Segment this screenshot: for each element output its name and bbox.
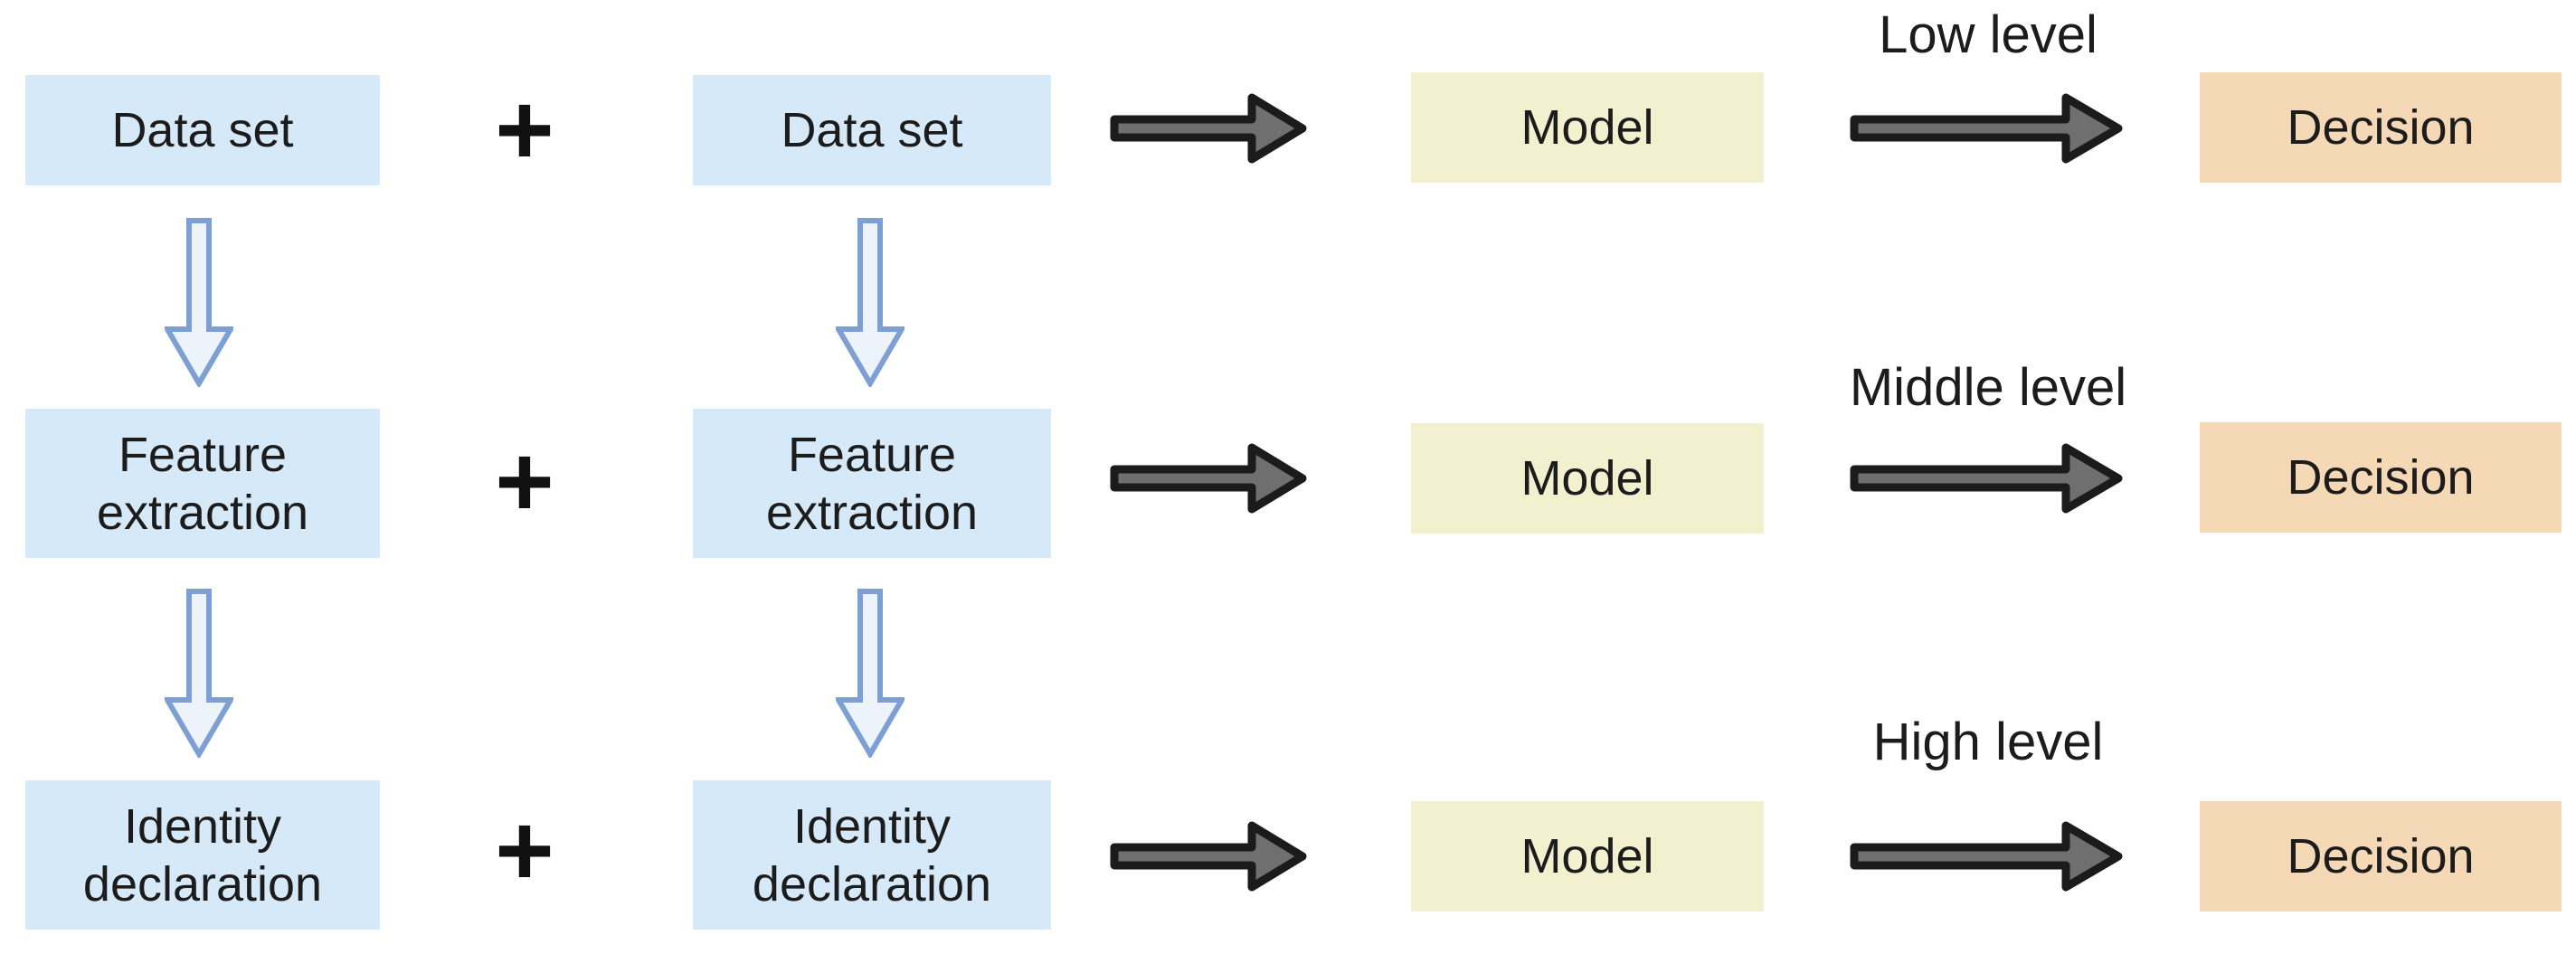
- right-arrow-icon: [1849, 90, 2126, 166]
- down-arrow-icon: [836, 217, 904, 387]
- right-arrow-icon: [1109, 440, 1310, 516]
- decision-box: Decision: [2200, 801, 2562, 911]
- decision-box: Decision: [2200, 72, 2562, 183]
- model-box: Model: [1411, 423, 1764, 534]
- right-arrow-icon: [1849, 440, 2126, 516]
- right-arrow-icon: [1849, 818, 2126, 894]
- decision-box: Decision: [2200, 422, 2562, 533]
- dataset-box-left: Data set: [25, 75, 380, 185]
- level-label-high: High level: [1872, 713, 2104, 771]
- identity-declaration-box-left: Identity declaration: [25, 780, 380, 930]
- level-label-low: Low level: [1879, 5, 2098, 64]
- down-arrow-icon: [165, 588, 233, 758]
- right-arrow-icon: [1109, 90, 1310, 166]
- plus-icon: +: [495, 425, 554, 538]
- right-arrow-icon: [1109, 818, 1310, 894]
- dataset-box-right: Data set: [693, 75, 1051, 185]
- down-arrow-icon: [836, 588, 904, 758]
- feature-extraction-box-right: Feature extraction: [693, 409, 1051, 558]
- down-arrow-icon: [165, 217, 233, 387]
- level-label-middle: Middle level: [1849, 358, 2127, 417]
- model-box: Model: [1411, 72, 1764, 183]
- identity-declaration-box-right: Identity declaration: [693, 780, 1051, 930]
- plus-icon: +: [495, 794, 554, 907]
- feature-extraction-box-left: Feature extraction: [25, 409, 380, 558]
- plus-icon: +: [495, 73, 554, 186]
- model-box: Model: [1411, 801, 1764, 911]
